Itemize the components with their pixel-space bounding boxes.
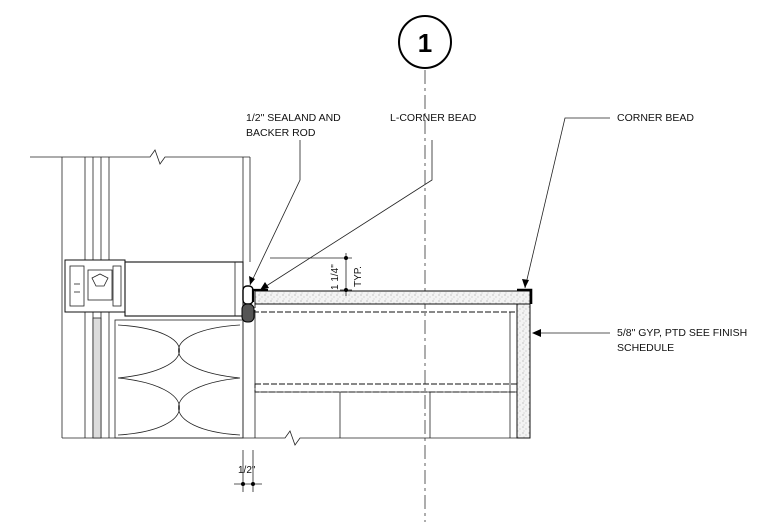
batt-insulation <box>114 319 244 439</box>
soffit-framing <box>254 303 518 438</box>
head-frame <box>124 261 244 317</box>
bottom-break-line <box>62 430 530 446</box>
label-sealant-2: BACKER ROD <box>246 127 316 139</box>
label-gyp-2: SCHEDULE <box>617 342 674 354</box>
label-gyp-1: 5/8" GYP, PTD SEE FINISH <box>617 327 747 339</box>
dim-typ: TYP. <box>353 266 364 287</box>
bottom-dimension <box>234 450 262 492</box>
label-corner-bead: CORNER BEAD <box>617 112 694 124</box>
leader-gyp <box>532 329 610 337</box>
detail-bubble <box>398 15 452 69</box>
backer-rod <box>241 285 255 323</box>
storefront-mullion <box>61 157 126 439</box>
leader-sealant <box>249 140 301 286</box>
l-corner-bead <box>251 288 268 302</box>
leader-l-corner-bead <box>259 140 433 291</box>
label-l-corner-bead: L-CORNER BEAD <box>390 112 477 124</box>
gypsum-board <box>254 290 531 439</box>
label-sealant-1: 1/2" SEALAND AND <box>246 112 341 124</box>
corner-bead <box>517 288 533 304</box>
dim-1-2: 1/2" <box>238 465 256 476</box>
vertical-dimension <box>270 253 352 296</box>
top-break-line <box>30 149 250 165</box>
dim-1-1-4: 1 1/4" <box>330 264 341 290</box>
leader-corner-bead <box>522 117 610 289</box>
detail-number: 1 <box>418 28 432 58</box>
